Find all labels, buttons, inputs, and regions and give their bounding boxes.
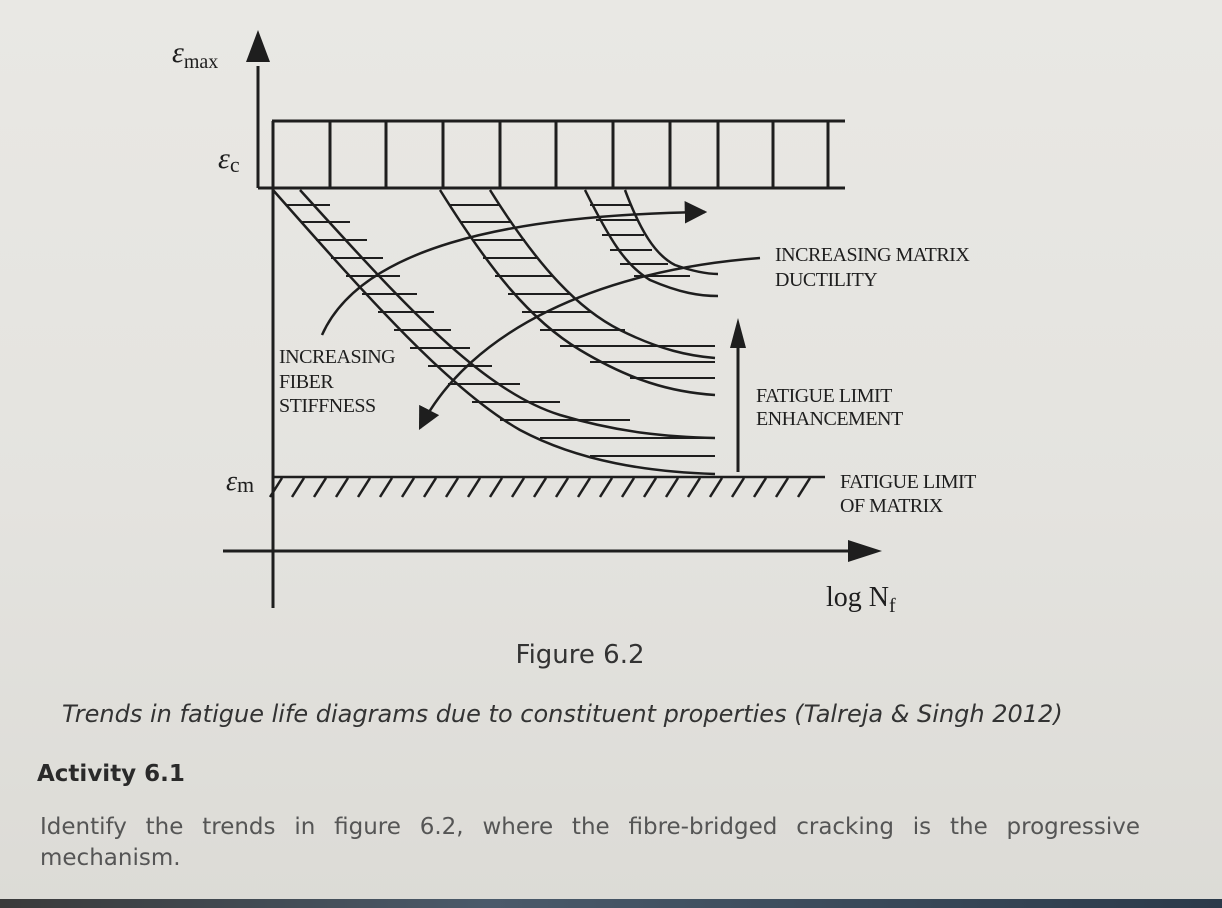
ec-band [258,119,845,190]
matrix-ductility-label: INCREASING MATRIX [775,244,970,266]
fatigue-life-diagram: εmax εc εm log Nf INCREASING MATRIX DUCT… [172,30,977,617]
ec-label: εc [218,142,240,177]
em-label: εm [226,466,254,497]
figure-caption: Trends in fatigue life diagrams due to c… [62,700,1063,728]
x-axis-label: log Nf [826,582,896,617]
y-axis-arrow-icon [246,30,270,62]
fatigue-band-1 [272,189,716,476]
fatigue-enhancement-label: FATIGUE LIMIT [756,385,892,407]
fiber-stiffness-label-3: STIFFNESS [279,395,376,417]
matrix-ductility-arrow [320,201,708,336]
screen-bottom-edge [0,899,1222,908]
fatigue-enhancement-arrow [730,318,746,472]
fatigue-band-3 [583,189,719,298]
fiber-stiffness-label: INCREASING [279,346,395,368]
fiber-stiffness-label-2: FIBER [279,371,334,393]
y-axis-label: εmax [172,36,218,73]
activity-title: Activity 6.1 [37,761,185,787]
x-axis-arrow-icon [848,540,882,562]
matrix-ductility-label-2: DUCTILITY [775,269,877,291]
fatigue-band-2 [438,189,716,397]
x-axis [223,540,882,562]
y-axis [246,30,275,608]
activity-body: Identify the trends in figure 6.2, where… [40,814,1140,871]
em-hatched-line [268,475,825,498]
figure-number: Figure 6.2 [515,640,645,670]
fiber-stiffness-arrow [418,256,761,431]
fatigue-matrix-label: FATIGUE LIMIT [840,471,976,493]
fatigue-matrix-label-2: OF MATRIX [840,495,944,517]
fatigue-enhancement-label-2: ENHANCEMENT [756,408,903,430]
arrow-up-icon [730,318,746,348]
